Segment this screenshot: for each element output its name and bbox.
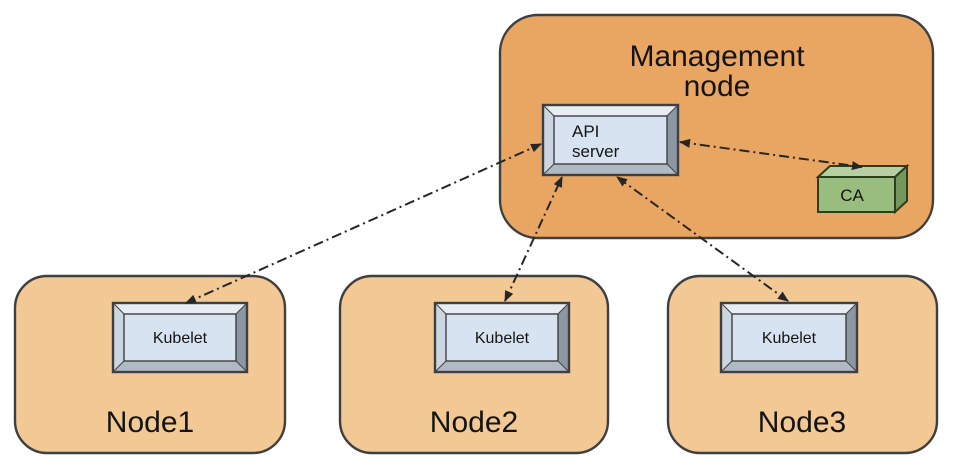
api-server-label-line1: API — [572, 122, 599, 141]
kubelet1-bevel-top — [111, 302, 249, 315]
node2-label: Node2 — [430, 406, 518, 439]
kubelet2-face — [445, 313, 559, 362]
kubelet2-bevel-bottom — [433, 360, 571, 373]
kubelet1-bevel-left — [112, 301, 125, 374]
kubelet2-label: Kubelet — [475, 330, 530, 347]
kubelet1-face — [123, 313, 237, 362]
kubelet3-face — [731, 313, 847, 362]
kubelet1-bevel-right — [235, 301, 248, 374]
arrow-api-kubelet3 — [616, 176, 789, 302]
kubelet1-box: Kubelet — [111, 301, 249, 374]
kubelet3-outline — [719, 301, 859, 374]
api-server-outline — [541, 103, 680, 177]
kubelet3-bevel-right — [845, 301, 858, 374]
arrow-api-kubelet1 — [185, 143, 542, 304]
management-node-label-line2: node — [684, 70, 751, 103]
arrow-api-kubelet2 — [504, 176, 563, 302]
kubelet1-bevel-bottom — [111, 360, 249, 373]
kubelet2-bevel-top — [433, 302, 571, 315]
kubelet2-bevel-right — [557, 301, 570, 374]
kubelet2-bevel-left — [434, 301, 447, 374]
kubelet3-box: Kubelet — [719, 301, 859, 374]
ca-top-face — [815, 165, 910, 178]
api-server-bevel-bottom — [541, 163, 680, 176]
api-server-box: API server — [541, 103, 680, 177]
ca-front-face — [817, 176, 896, 213]
kubelet1-label: Kubelet — [153, 330, 208, 347]
kubelet3-bevel-bottom — [719, 360, 859, 373]
ca-label: CA — [840, 186, 864, 205]
kubelet2-box: Kubelet — [433, 301, 571, 374]
kubelet3-bevel-top — [719, 302, 859, 315]
api-server-face — [553, 115, 668, 165]
ca-box: CA — [815, 163, 910, 215]
node3-label: Node3 — [758, 406, 846, 439]
api-server-bevel-right — [666, 103, 679, 177]
kubelet1-outline — [111, 301, 249, 374]
api-server-label-line2: server — [572, 142, 620, 161]
management-node-label-line1: Management — [629, 40, 805, 73]
api-server-bevel-left — [542, 103, 555, 177]
node1-label: Node1 — [106, 406, 194, 439]
connections — [185, 138, 863, 304]
api-server-bevel-top — [541, 104, 680, 117]
kubelet3-label: Kubelet — [762, 330, 817, 347]
kubelet3-bevel-left — [720, 301, 733, 374]
